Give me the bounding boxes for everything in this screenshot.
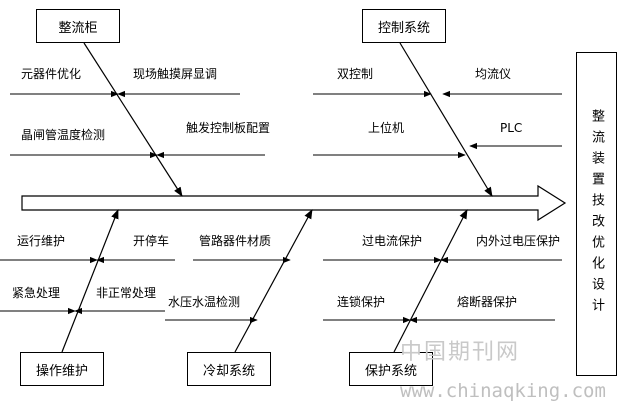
cause-touchscreen: 现场触摸屏显调: [133, 67, 218, 81]
cause-current-sharing: 均流仪: [475, 67, 512, 81]
category-cooling: 冷却系统: [187, 352, 271, 386]
spine-arrow: [21, 184, 567, 222]
cause-overcurrent: 过电流保护: [362, 234, 423, 248]
category-protection: 保护系统: [349, 352, 433, 386]
category-operation-label: 操作维护: [35, 363, 88, 379]
bone-control: [399, 42, 493, 197]
category-cabinet-label: 整流柜: [58, 20, 98, 36]
cause-water-pressure: 水压水温检测: [168, 295, 241, 309]
cause-fuse: 熔断器保护: [457, 295, 518, 309]
category-control: 控制系统: [362, 9, 446, 43]
cause-pipe-material: 管路器件材质: [199, 234, 272, 248]
cause-host-pc: 上位机: [368, 121, 405, 135]
cause-plc: PLC: [500, 121, 523, 135]
category-operation: 操作维护: [20, 352, 104, 386]
category-cabinet: 整流柜: [36, 9, 120, 43]
category-protection-label: 保护系统: [364, 363, 417, 379]
cause-interlock: 连锁保护: [337, 295, 386, 309]
category-control-label: 控制系统: [377, 20, 430, 36]
bone-cooling: [234, 209, 313, 353]
cause-abnormal: 非正常处理: [96, 286, 157, 300]
cause-dual-control: 双控制: [337, 67, 374, 81]
cause-thyristor-temp: 晶闸管温度检测: [21, 128, 106, 142]
cause-trigger-board: 触发控制板配置: [186, 121, 271, 135]
bone-cabinet: [83, 42, 183, 197]
category-cooling-label: 冷却系统: [202, 363, 255, 379]
result-label: 整流装置技改优化设计: [589, 109, 604, 319]
watermark-cn: 中国期刊网: [400, 340, 521, 365]
cause-emergency: 紧急处理: [12, 286, 61, 300]
cause-overvoltage: 内外过电压保护: [476, 234, 561, 248]
result-box: 整流装置技改优化设计: [576, 52, 617, 376]
bone-operation: [61, 209, 119, 353]
watermark-url: www.chinaqking.com: [400, 380, 606, 402]
cause-run-maintain: 运行维护: [17, 234, 66, 248]
bone-protection: [393, 209, 468, 353]
cause-start-stop: 开停车: [133, 234, 170, 248]
cause-components: 元器件优化: [21, 67, 82, 81]
